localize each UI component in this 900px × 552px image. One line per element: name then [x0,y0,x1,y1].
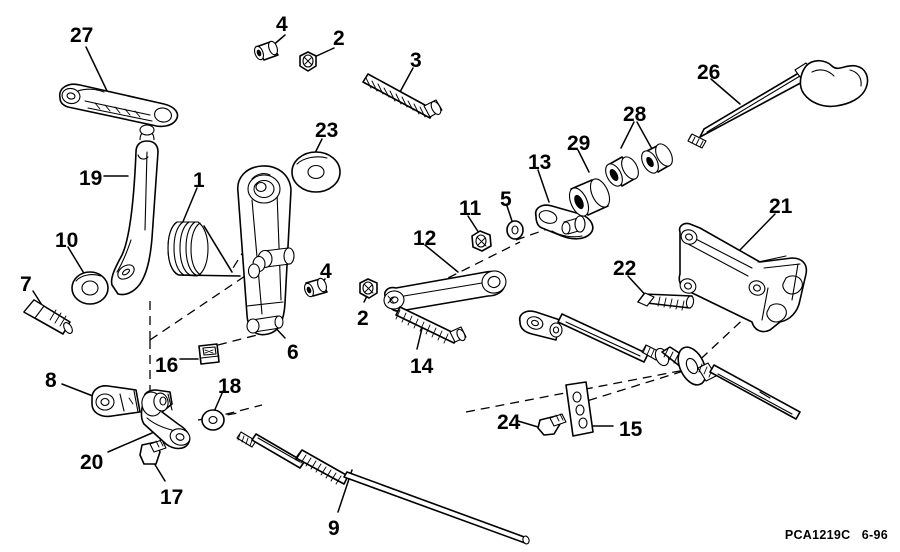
part-lower-tie-rod-assembly [518,310,801,420]
callout-7: 7 [20,273,32,296]
callout-22: 22 [613,257,637,280]
callout-15: 15 [619,418,643,441]
part-6-pivot-arm [237,165,295,336]
part-8-rod-end-clevis [91,385,141,418]
part-2b-lock-nut [359,278,378,299]
part-19-steering-lever [110,124,159,296]
callout-24: 24 [497,411,521,434]
callout-27: 27 [70,24,94,47]
part-18-washer-tiny [201,409,225,431]
part-29-sleeve-bushing [568,178,611,217]
part-2a-lock-nut [299,51,317,72]
callout-16: 16 [155,354,179,377]
callout-23: 23 [315,119,339,142]
callout-2b: 2 [357,307,369,330]
part-22-screw-hex-head [637,292,695,311]
callout-1: 1 [193,169,205,192]
part-16-retainer-clip [198,343,220,365]
part-26-tie-rod-with-end [687,59,869,149]
part-10-washer [71,271,109,305]
callout-28: 28 [623,103,647,126]
drawing-code-footer: PCA1219C 6-96 [784,528,888,542]
part-1-spring [167,221,241,277]
part-20-bell-crank [140,389,191,450]
callout-9: 9 [328,517,340,540]
callout-26: 26 [697,61,721,84]
callout-21: 21 [769,195,793,218]
callout-4a: 4 [276,13,288,36]
part-13-swivel-link-end [534,204,594,240]
callout-29: 29 [567,132,591,155]
callout-5: 5 [500,188,512,211]
part-9-steering-cable [236,431,530,545]
callout-6: 6 [287,341,299,364]
part-7-shoulder-bolt [23,299,73,335]
part-5-washer-small [506,220,524,240]
callout-2a: 2 [333,27,345,50]
callout-18: 18 [218,375,242,398]
callout-4b: 4 [320,260,332,283]
callout-12: 12 [413,227,437,250]
callout-13: 13 [528,151,552,174]
part-28-bushing-pair [605,143,673,187]
part-23-flat-washer-large [291,151,341,193]
callout-14: 14 [410,355,434,378]
callout-10: 10 [55,229,79,252]
part-4b-spacer-bushing [303,277,328,298]
callout-20: 20 [80,451,104,474]
part-21-steering-bracket [678,222,808,333]
part-3-screw-long [362,73,443,119]
callout-19: 19 [79,167,103,190]
part-24-screw-short [537,413,567,436]
part-14-screw-medium [395,306,467,344]
part-4a-spacer-bushing [253,40,279,61]
callout-8: 8 [45,369,57,392]
callout-17: 17 [160,486,184,509]
callout-3: 3 [410,49,422,72]
part-27-steering-arm-link [58,83,179,128]
part-12-connecting-link [383,270,507,312]
part-17-screw-pan-head [139,439,167,465]
callout-11: 11 [459,197,482,220]
part-11-lock-nut-small [471,230,492,252]
part-15-anchor-plate [565,381,594,437]
